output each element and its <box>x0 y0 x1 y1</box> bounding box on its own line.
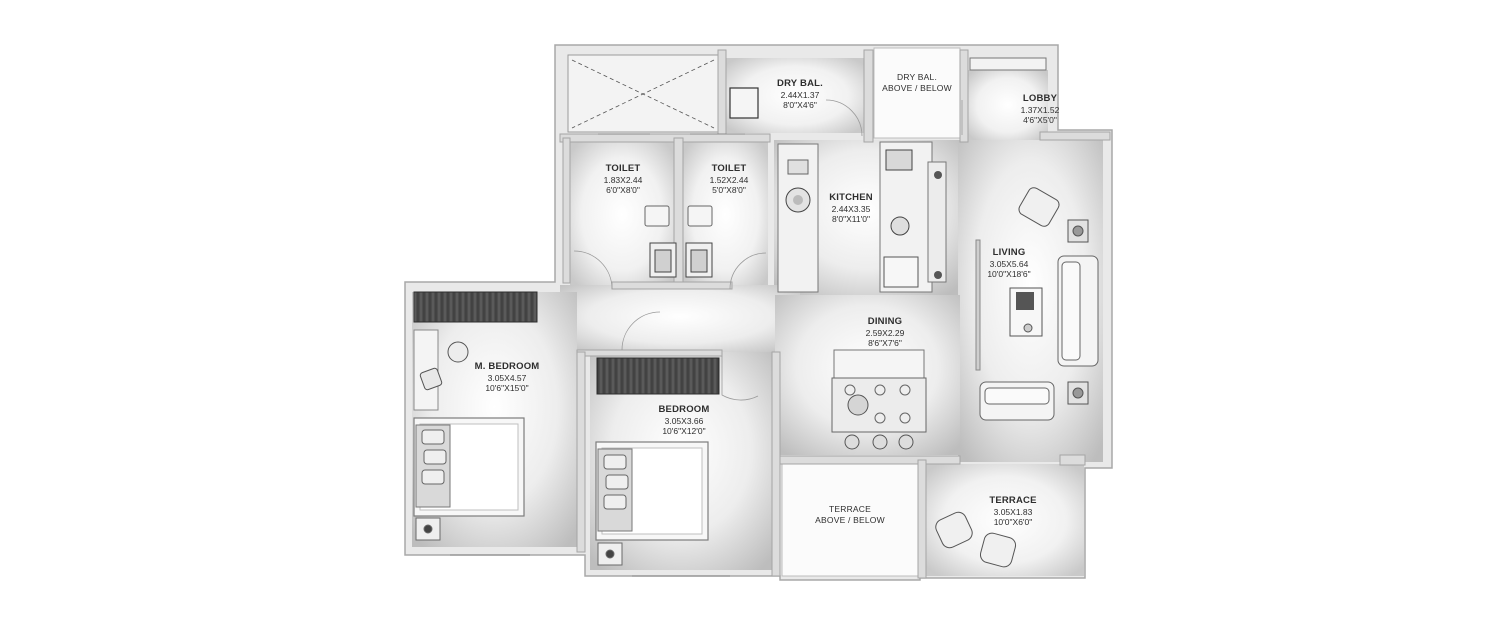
room-metric: 2.44X1.37 <box>780 89 820 100</box>
room-name: BEDROOM <box>658 404 710 415</box>
bed-icon <box>595 441 709 541</box>
coffee-table-icon <box>1009 287 1043 337</box>
room-name: KITCHEN <box>829 192 873 203</box>
terrace-label: TERRACE 3.05X1.83 10'0"X6'0" <box>973 495 1053 528</box>
dining-table-icon <box>831 349 927 450</box>
kitchen-counter-icon <box>777 141 947 293</box>
bed-icon <box>413 417 525 517</box>
room-imperial: 10'0"X18'6" <box>987 269 1031 279</box>
interior-walls <box>559 49 1111 579</box>
room-imperial: 8'0"X11'0" <box>832 214 870 224</box>
room-metric: 3.05X1.83 <box>993 506 1033 517</box>
room-name: M. BEDROOM <box>474 361 540 372</box>
tv-unit-icon <box>975 239 981 371</box>
label-line2: ABOVE / BELOW <box>815 514 885 525</box>
kitchen-label: KITCHEN 2.44X3.35 8'0"X11'0" <box>811 192 891 225</box>
room-metric: 1.83X2.44 <box>603 174 643 185</box>
room-name: DINING <box>867 316 903 327</box>
door-swing-icon <box>573 99 963 401</box>
room-name: TERRACE <box>989 495 1037 506</box>
room-imperial: 8'6"X7'6" <box>868 338 902 348</box>
room-name: TOILET <box>711 163 747 174</box>
room-metric: 3.05X5.64 <box>989 258 1029 269</box>
room-metric: 3.05X3.66 <box>664 415 704 426</box>
washing-machine-icon <box>729 87 759 119</box>
label-line1: DRY BAL. <box>896 72 938 82</box>
terrace-above-label: TERRACE ABOVE / BELOW <box>805 504 895 525</box>
room-imperial: 10'0"X6'0" <box>993 517 1033 527</box>
room-imperial: 10'6"X12'0" <box>662 426 706 436</box>
room-imperial: 5'0"X8'0" <box>712 185 746 195</box>
label-line1: TERRACE <box>828 504 872 514</box>
room-metric: 2.59X2.29 <box>865 327 905 338</box>
shoe-rack-icon <box>969 57 1047 71</box>
toilet-2-label: TOILET 1.52X2.44 5'0"X8'0" <box>689 163 769 196</box>
wardrobe-icon <box>413 291 720 395</box>
armchair-icon <box>935 187 1060 568</box>
sofa-icon <box>979 255 1099 421</box>
room-name: LIVING <box>992 247 1026 258</box>
room-imperial: 6'0"X8'0" <box>606 185 640 195</box>
room-metric: 3.05X4.57 <box>487 372 527 383</box>
toilet-1-label: TOILET 1.83X2.44 6'0"X8'0" <box>583 163 663 196</box>
windows <box>450 133 745 577</box>
washbasin-icon <box>649 242 713 278</box>
lobby-label: LOBBY 1.37X1.52 4'6"X5'0" <box>1000 93 1080 126</box>
room-name: DRY BAL. <box>777 78 823 89</box>
dry-balcony-above-label: DRY BAL. ABOVE / BELOW <box>872 72 962 93</box>
room-name: LOBBY <box>1022 93 1058 104</box>
nightstand-icon <box>415 517 623 566</box>
dry-balcony-label: DRY BAL. 2.44X1.37 8'0"X4'6" <box>760 78 840 111</box>
label-line2: ABOVE / BELOW <box>882 82 952 93</box>
room-name: TOILET <box>605 163 641 174</box>
room-imperial: 4'6"X5'0" <box>1023 115 1057 125</box>
side-table-icon <box>1067 219 1089 405</box>
room-imperial: 8'0"X4'6" <box>783 100 817 110</box>
desk-icon <box>413 329 469 411</box>
room-metric: 1.52X2.44 <box>709 174 749 185</box>
dining-label: DINING 2.59X2.29 8'6"X7'6" <box>845 316 925 349</box>
bedroom-label: BEDROOM 3.05X3.66 10'6"X12'0" <box>644 404 724 437</box>
room-imperial: 10'6"X15'0" <box>485 383 529 393</box>
void-cross-icon <box>571 59 715 129</box>
room-metric: 1.37X1.52 <box>1020 104 1060 115</box>
living-label: LIVING 3.05X5.64 10'0"X18'6" <box>969 247 1049 280</box>
room-metric: 2.44X3.35 <box>831 203 871 214</box>
wc-icon <box>644 205 713 227</box>
master-bedroom-label: M. BEDROOM 3.05X4.57 10'6"X15'0" <box>462 361 552 394</box>
